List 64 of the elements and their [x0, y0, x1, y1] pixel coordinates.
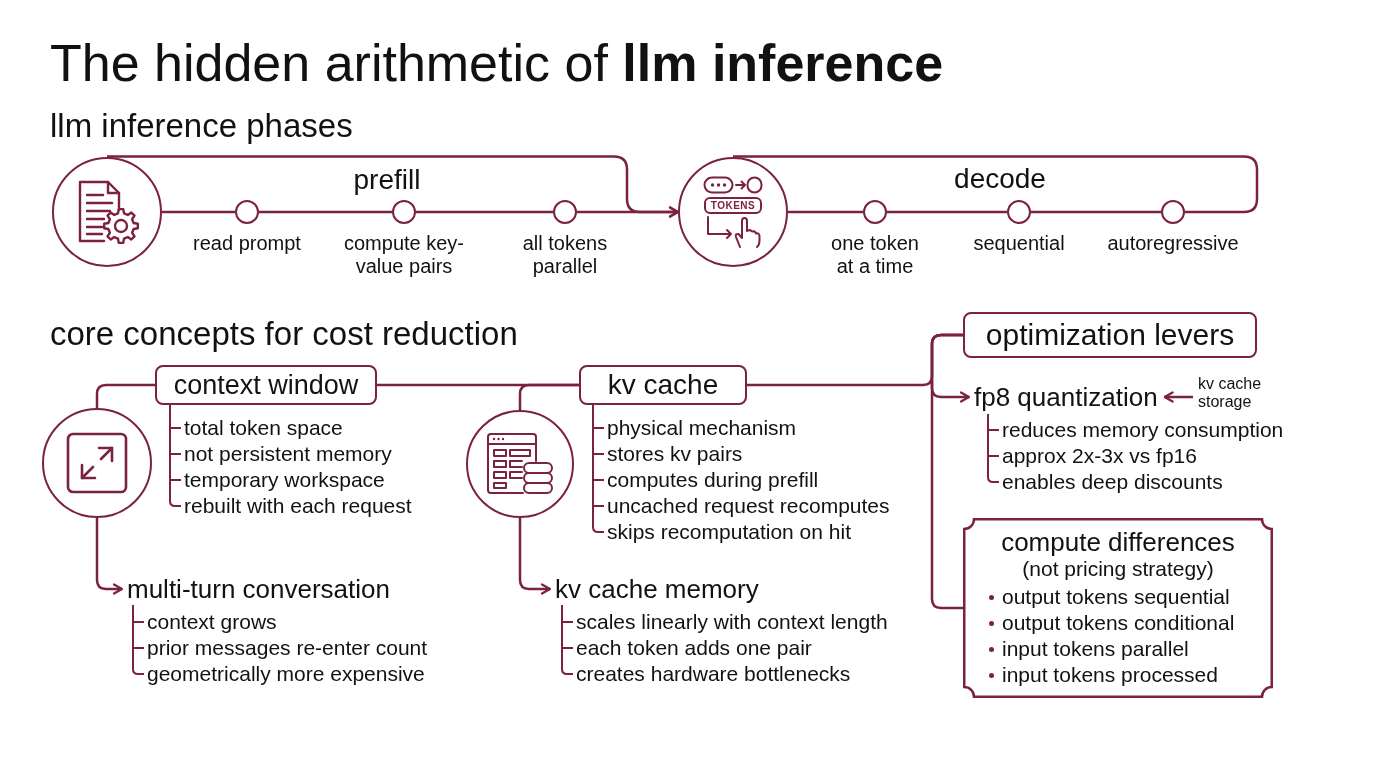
- list-item: context grows: [147, 609, 278, 635]
- step-caption: autoregressive: [1106, 232, 1240, 255]
- connector-line: [259, 210, 392, 214]
- concept-box: optimization levers: [963, 312, 1257, 358]
- list-item: enables deep discounts: [1002, 469, 1224, 495]
- connector-line: [733, 155, 1259, 214]
- timeline-dot: [235, 200, 259, 224]
- step-caption: read prompt: [192, 232, 302, 255]
- panel-subheading: (not pricing strategy): [1022, 557, 1214, 581]
- concept-box: kv cache: [579, 365, 747, 405]
- connector-line: [788, 210, 863, 214]
- list-item: each token adds one pair: [576, 635, 813, 661]
- step-caption: sequential: [972, 232, 1066, 255]
- phase-heading: decode: [953, 162, 1047, 196]
- bullet-item: output tokens sequential: [1002, 584, 1230, 610]
- list-item: rebuilt with each request: [184, 493, 412, 519]
- timeline-dot: [392, 200, 416, 224]
- arrow: [1163, 391, 1193, 403]
- list-item: geometrically more expensive: [147, 661, 426, 687]
- subtopic-heading: multi-turn conversation: [122, 574, 390, 604]
- connector-line: [518, 383, 579, 410]
- connector-line: [416, 210, 553, 214]
- timeline-dot: [1161, 200, 1185, 224]
- list-item: physical mechanism: [607, 415, 798, 441]
- list-item: temporary workspace: [184, 467, 386, 493]
- list-item: total token space: [184, 415, 344, 441]
- connector-line: [95, 383, 155, 408]
- bullet-item: input tokens parallel: [1002, 636, 1189, 662]
- list-item: reduces memory consumption: [1002, 417, 1284, 443]
- connector-line: [930, 333, 963, 610]
- list-item: skips recomputation on hit: [607, 519, 852, 545]
- connector-line: [1031, 210, 1161, 214]
- connector-line: [162, 210, 235, 214]
- bullet-item: input tokens processed: [1002, 662, 1218, 688]
- side-note: kv cache storage: [1193, 375, 1272, 411]
- phase-heading: prefill: [352, 163, 422, 197]
- list-item: scales linearly with context length: [576, 609, 888, 635]
- panel-heading: compute differences: [1001, 527, 1235, 557]
- bullet-item: output tokens conditional: [1002, 610, 1235, 636]
- list-item: uncached request recomputes: [607, 493, 890, 519]
- arrow: [518, 518, 552, 595]
- connector-line: [887, 210, 1007, 214]
- page-title: The hidden arithmetic of llm inference: [50, 33, 944, 93]
- list-item: approx 2x-3x vs fp16: [1002, 443, 1198, 469]
- timeline-dot: [1007, 200, 1031, 224]
- list-item: computes during prefill: [607, 467, 820, 493]
- subtopic-heading: kv cache memory: [550, 574, 759, 604]
- list-item: prior messages re-enter count: [147, 635, 428, 661]
- section-heading: llm inference phases: [50, 106, 353, 146]
- arrow: [95, 518, 124, 595]
- notched-panel: [963, 518, 1273, 698]
- timeline-dot: [863, 200, 887, 224]
- subtopic-heading: fp8 quantization: [969, 382, 1165, 412]
- list-item: creates hardware bottlenecks: [576, 661, 852, 687]
- timeline-dot: [553, 200, 577, 224]
- list-item: not persistent memory: [184, 441, 393, 467]
- step-caption: one token at a time: [830, 232, 920, 278]
- concept-box: context window: [155, 365, 377, 405]
- step-caption: all tokens parallel: [521, 232, 609, 278]
- section-heading: core concepts for cost reduction: [50, 314, 518, 354]
- token-tag: TOKENS: [703, 197, 763, 214]
- step-caption: compute key-value pairs: [342, 232, 466, 278]
- list-item: stores kv pairs: [607, 441, 744, 467]
- arrow: [107, 155, 680, 218]
